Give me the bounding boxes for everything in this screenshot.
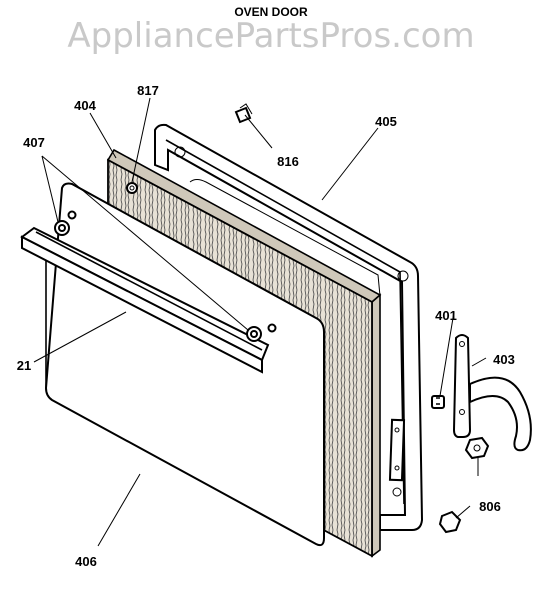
part-407-handle-screw-left: [54, 220, 70, 236]
part-806-nut-upper: [464, 436, 490, 460]
label-21: 21: [17, 358, 31, 373]
label-403: 403: [493, 352, 515, 367]
label-406: 406: [75, 554, 97, 569]
label-806: 806: [479, 499, 501, 514]
part-405-door-frame: [154, 123, 424, 531]
label-405: 405: [375, 114, 397, 129]
watermark-text: AppliancePartsPros.com: [67, 16, 474, 56]
part-21-door-handle: [20, 226, 270, 374]
part-403-hinge: [452, 334, 532, 452]
part-816-screw: [234, 103, 253, 124]
part-806-nut-lower: [438, 510, 462, 534]
diagram-title: OVEN DOOR: [234, 5, 308, 19]
part-407-handle-screw-right: [246, 326, 262, 342]
label-404: 404: [74, 98, 96, 113]
label-407: 407: [23, 135, 45, 150]
leader-lines: [33, 97, 487, 547]
part-401-hinge-pin: [431, 395, 445, 409]
label-401: 401: [435, 308, 457, 323]
label-817: 817: [137, 83, 159, 98]
label-816: 816: [277, 154, 299, 169]
